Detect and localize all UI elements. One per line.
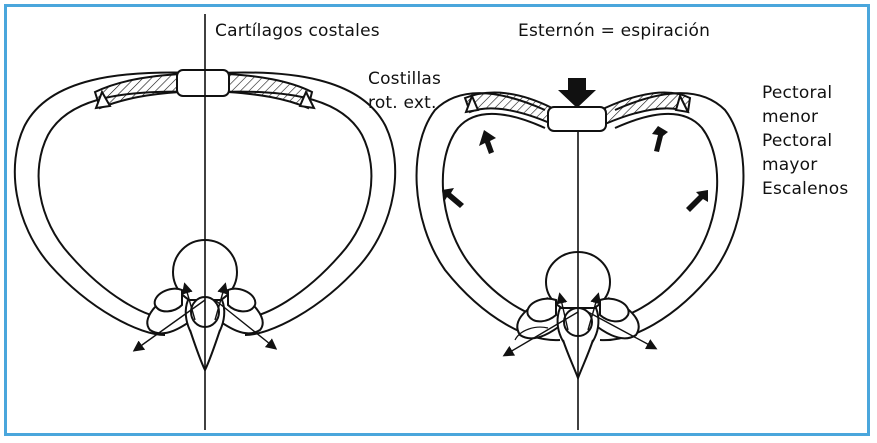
label-cartilagos-costales: Cartílagos costales <box>215 20 380 42</box>
rib-expansion-arrows <box>442 126 708 212</box>
right-sternum <box>548 107 606 131</box>
label-pectoral-2: Pectoral <box>762 130 832 152</box>
label-costillas: Costillas <box>368 68 441 90</box>
label-rot-ext: rot. ext. <box>368 92 437 114</box>
label-esternon-espiracion: Esternón = espiración <box>518 20 710 42</box>
label-pectoral-1: Pectoral <box>762 82 832 104</box>
label-mayor: mayor <box>762 154 817 176</box>
left-thorax-section <box>15 14 395 430</box>
label-escalenos: Escalenos <box>762 178 848 200</box>
left-sternum <box>177 70 229 96</box>
label-menor: menor <box>762 106 818 128</box>
right-thorax-section <box>417 78 744 430</box>
sternum-down-arrow <box>558 78 596 108</box>
left-cartilage-right <box>228 74 312 108</box>
right-vertebra <box>515 252 639 378</box>
